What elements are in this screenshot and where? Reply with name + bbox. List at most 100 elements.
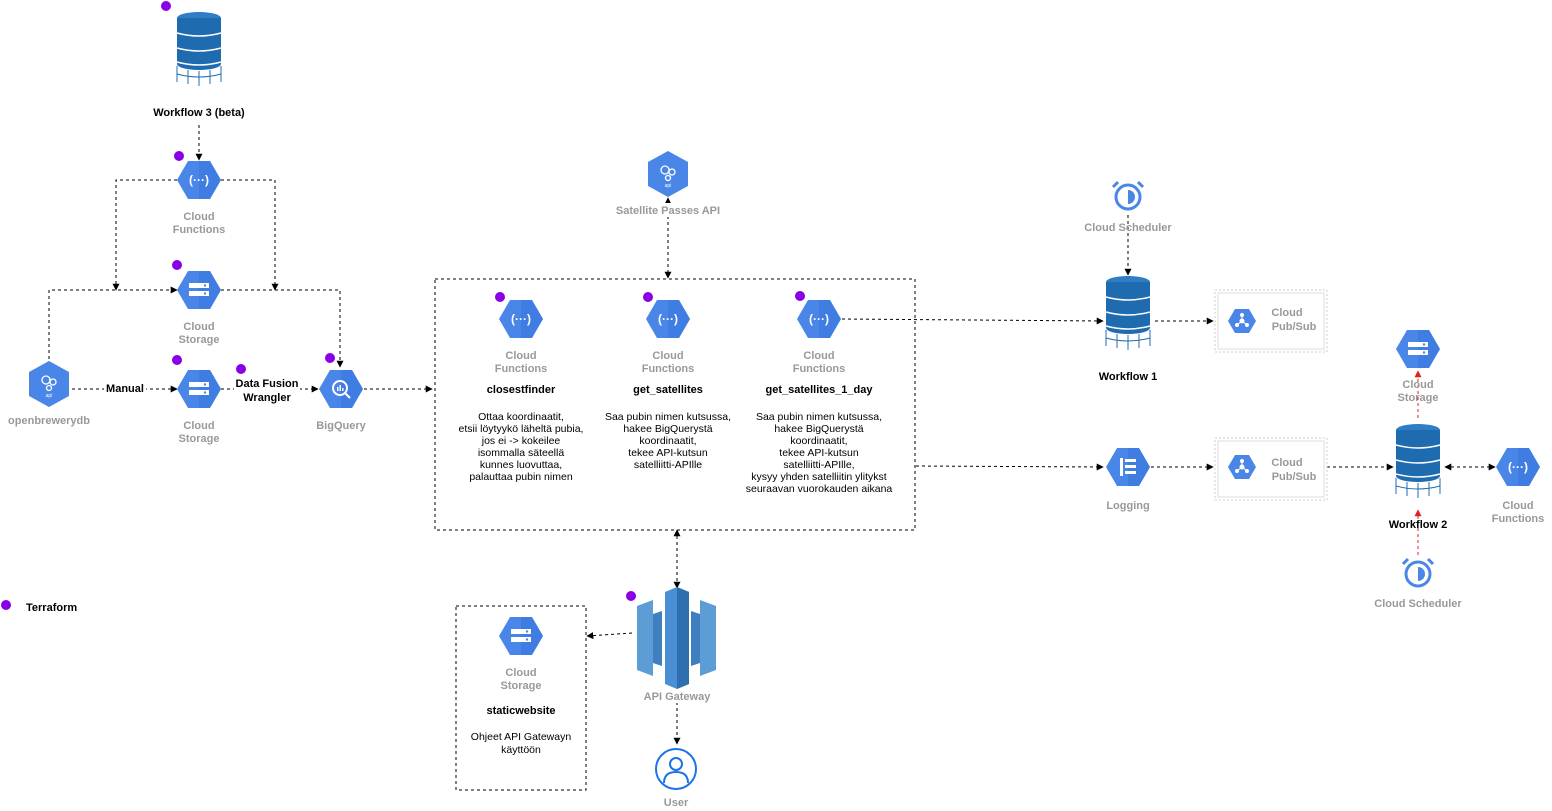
- svg-text:Saa pubin nimen kutsussa,: Saa pubin nimen kutsussa,: [605, 411, 731, 423]
- cf-getsat1day-name: get_satellites_1_day: [765, 384, 873, 396]
- workflow3-label: Workflow 3 (beta): [153, 107, 245, 119]
- cf-closest-name: closestfinder: [487, 384, 556, 396]
- api-icon: [41, 375, 57, 392]
- scheduler-top-label: Cloud Scheduler: [1084, 222, 1172, 234]
- svg-text:tekee API-kutsun: tekee API-kutsun: [779, 447, 859, 459]
- cf-getsat1day-label2: Functions: [793, 363, 846, 375]
- svg-text:Saa pubin nimen kutsussa,: Saa pubin nimen kutsussa,: [756, 411, 882, 423]
- edge-label-wrangler: Wrangler: [243, 392, 291, 404]
- scheduler-top-node[interactable]: [1111, 180, 1145, 211]
- satellite-api-node[interactable]: api: [648, 151, 688, 197]
- storage-right-label2: Storage: [1398, 392, 1439, 404]
- scheduler-bottom-label: Cloud Scheduler: [1374, 598, 1462, 610]
- cf-getsat1day-desc: Saa pubin nimen kutsussa, hakee BigQuery…: [746, 411, 893, 495]
- svg-text:kunnes luovuttaa,: kunnes luovuttaa,: [480, 459, 562, 471]
- staticwebsite-desc2: käyttöön: [501, 744, 541, 756]
- pubsub-bottom-label1: Cloud: [1271, 457, 1302, 469]
- scheduler-bottom-node[interactable]: [1401, 557, 1435, 588]
- staticwebsite-name: staticwebsite: [486, 705, 555, 717]
- cf-top-node[interactable]: (···): [177, 161, 221, 199]
- terraform-dot-datafusion: [236, 364, 246, 374]
- cf-getsatellites1day-node[interactable]: (···): [797, 300, 841, 338]
- cf-closestfinder-node[interactable]: (···): [499, 300, 543, 338]
- satellite-api-label: Satellite Passes API: [616, 205, 720, 217]
- storage-mid-label1: Cloud: [183, 420, 214, 432]
- database-icon: [176, 11, 222, 87]
- legend-terraform-label: Terraform: [26, 602, 77, 614]
- pubsub-bottom-label2: Pub/Sub: [1272, 471, 1317, 483]
- storage-right-node[interactable]: [1396, 330, 1440, 368]
- svg-text:seuraavan vuorokauden aikana: seuraavan vuorokauden aikana: [746, 483, 893, 495]
- user-node[interactable]: [655, 748, 697, 790]
- cf-right-label1: Cloud: [1502, 500, 1533, 512]
- cf-right-node[interactable]: (···): [1496, 448, 1540, 486]
- workflow2-label: Workflow 2: [1389, 519, 1447, 531]
- cf-right-label2: Functions: [1492, 513, 1545, 525]
- terraform-dot-storage-mid: [172, 355, 182, 365]
- cf-closest-desc: Ottaa koordinaatit, etsii löytyykö lähel…: [459, 411, 584, 483]
- edge-openbrewery-to-storage-top: [48, 286, 178, 365]
- workflow1-database[interactable]: [1105, 275, 1151, 351]
- cf-getsat-label2: Functions: [642, 363, 695, 375]
- terraform-dot-cf-getsat1day: [795, 291, 805, 301]
- openbrewerydb-node[interactable]: api: [29, 361, 69, 407]
- terraform-dot-workflow3: [161, 1, 171, 11]
- cloud-functions-icon: (···): [189, 173, 209, 187]
- edge-cf-getsat1day-to-workflow1: [841, 317, 1104, 325]
- bigquery-icon: [332, 380, 351, 399]
- terraform-dot-apigateway: [626, 591, 636, 601]
- edge-label-manual: Manual: [106, 383, 144, 395]
- functions-group-box: [434, 278, 916, 531]
- cloud-functions-icon: (···): [809, 312, 829, 326]
- api-gateway-label: API Gateway: [644, 691, 712, 703]
- svg-text:etsii löytyykö läheltä pubia,: etsii löytyykö läheltä pubia,: [459, 423, 584, 435]
- svg-text:api: api: [46, 393, 53, 399]
- svg-text:hakee BigQuerystä: hakee BigQuerystä: [774, 423, 863, 435]
- cloud-functions-icon: (···): [658, 312, 678, 326]
- alarm-clock-icon: [1401, 557, 1435, 588]
- svg-text:kysyy yhden satelliitin ylityk: kysyy yhden satelliitin ylitykst: [751, 471, 886, 483]
- svg-text:jos ei -> kokeilee: jos ei -> kokeilee: [481, 435, 561, 447]
- storage-top-node[interactable]: [177, 271, 221, 309]
- cloud-functions-icon: (···): [511, 312, 531, 326]
- svg-text:Ottaa koordinaatit,: Ottaa koordinaatit,: [478, 411, 564, 423]
- logging-label: Logging: [1106, 500, 1149, 512]
- workflow3-database[interactable]: [176, 11, 222, 87]
- bigquery-label: BigQuery: [316, 420, 366, 432]
- pubsub-icon: [1235, 459, 1249, 473]
- bigquery-node[interactable]: [319, 370, 363, 408]
- api-gateway-icon: [637, 587, 716, 689]
- logging-icon: [1120, 458, 1136, 476]
- staticwebsite-label1: Cloud: [505, 667, 536, 679]
- api-gateway-node[interactable]: [637, 587, 716, 689]
- terraform-dot-storage-top: [172, 260, 182, 270]
- storage-mid-node[interactable]: [177, 370, 221, 408]
- staticwebsite-storage-node[interactable]: [499, 617, 543, 655]
- svg-text:koordinaatit,: koordinaatit,: [639, 435, 696, 447]
- pubsub-bottom-node[interactable]: Cloud Pub/Sub: [1214, 437, 1328, 501]
- cf-getsatellites-node[interactable]: (···): [646, 300, 690, 338]
- edge-functions-to-logging: [915, 463, 1104, 471]
- terraform-dot-legend: [1, 600, 11, 610]
- cloud-storage-icon: [189, 283, 209, 296]
- terraform-dot-cf-top: [174, 151, 184, 161]
- edge-cf-right-branch: [221, 179, 279, 291]
- database-icon: [1395, 423, 1441, 499]
- edge-apigateway-to-staticwebsite: [586, 632, 633, 640]
- storage-mid-label2: Storage: [179, 433, 220, 445]
- pubsub-top-label2: Pub/Sub: [1272, 321, 1317, 333]
- alarm-clock-icon: [1111, 180, 1145, 211]
- terraform-dot-cf-closest: [495, 292, 505, 302]
- openbrewerydb-label: openbrewerydb: [8, 415, 90, 427]
- edge-label-data-fusion: Data Fusion: [236, 378, 299, 390]
- staticwebsite-desc1: Ohjeet API Gatewayn: [471, 731, 572, 743]
- api-icon: [660, 165, 676, 182]
- storage-right-label1: Cloud: [1402, 379, 1433, 391]
- pubsub-icon: [1235, 313, 1249, 327]
- svg-text:tekee API-kutsun: tekee API-kutsun: [628, 447, 708, 459]
- staticwebsite-box: [455, 605, 587, 791]
- logging-node[interactable]: [1106, 448, 1150, 486]
- workflow2-database[interactable]: [1395, 423, 1441, 499]
- pubsub-top-node[interactable]: Cloud Pub/Sub: [1214, 289, 1328, 353]
